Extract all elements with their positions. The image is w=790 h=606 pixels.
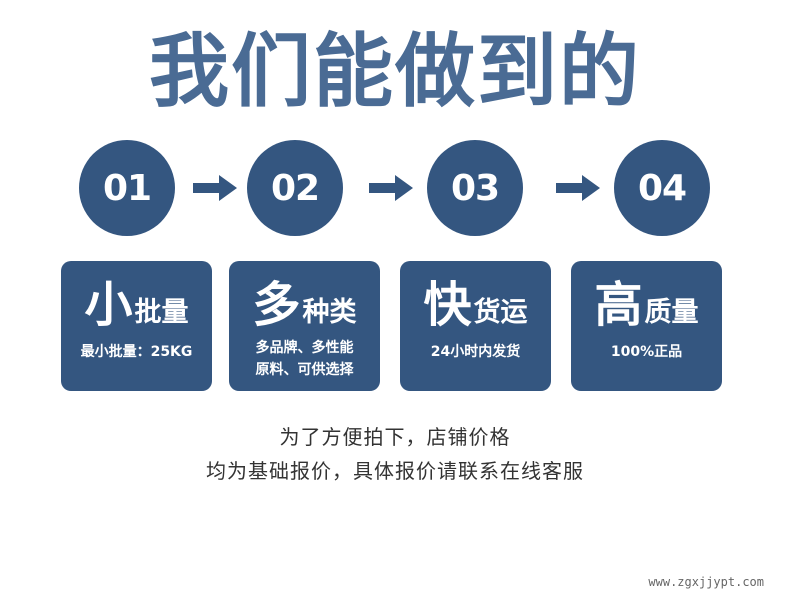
page-title: 我们能做到的 bbox=[149, 25, 641, 118]
card-description: 多品牌、多性能 bbox=[255, 340, 354, 356]
step-number: 02 bbox=[270, 167, 320, 209]
price-notice-line-2: 均为基础报价，具体报价请联系在线客服 bbox=[206, 459, 584, 483]
card-heading: 货运 bbox=[473, 297, 528, 328]
watermark: www.zgxjjypt.com bbox=[648, 575, 764, 589]
feature-card-variety: 多种类 多品牌、多性能 原料、可供选择 bbox=[229, 261, 380, 391]
feature-card-fast-shipping: 快货运 24小时内发货 bbox=[400, 261, 551, 391]
step-circle-03: 03 bbox=[427, 140, 523, 236]
step-number: 01 bbox=[102, 167, 152, 209]
step-circle-02: 02 bbox=[247, 140, 343, 236]
feature-card-high-quality: 高质量 100%正品 bbox=[571, 261, 722, 391]
card-heading: 批量 bbox=[134, 297, 189, 328]
card-big-char: 快 bbox=[423, 277, 472, 333]
arrow-right-icon bbox=[193, 175, 237, 201]
price-notice-line-1: 为了方便拍下，店铺价格 bbox=[279, 425, 511, 449]
card-big-char: 小 bbox=[84, 277, 133, 333]
arrow-right-icon bbox=[369, 175, 413, 201]
card-big-char: 多 bbox=[252, 277, 301, 333]
card-big-char: 高 bbox=[594, 277, 643, 333]
card-description: 100%正品 bbox=[610, 344, 683, 360]
step-number: 03 bbox=[450, 167, 500, 209]
feature-card-small-batch: 小批量 最小批量：25KG bbox=[61, 261, 212, 391]
card-description: 原料、可供选择 bbox=[255, 362, 354, 378]
card-description: 最小批量：25KG bbox=[80, 344, 193, 360]
card-heading: 种类 bbox=[302, 297, 357, 328]
step-circle-04: 04 bbox=[614, 140, 710, 236]
card-heading: 质量 bbox=[644, 297, 699, 328]
step-circle-01: 01 bbox=[79, 140, 175, 236]
step-number: 04 bbox=[637, 167, 687, 209]
arrow-right-icon bbox=[556, 175, 600, 201]
card-description: 24小时内发货 bbox=[430, 344, 521, 360]
